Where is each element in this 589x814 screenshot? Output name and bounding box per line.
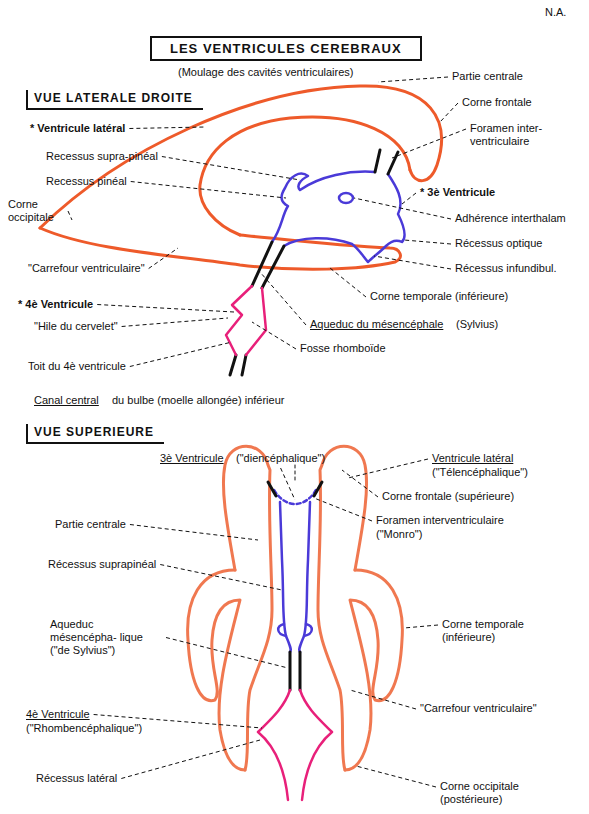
part-label: Partie centrale bbox=[452, 70, 523, 83]
foramen-aqueduct bbox=[230, 150, 398, 375]
part-label: Récessus latéral bbox=[36, 772, 117, 785]
part-label: 4è Ventricule bbox=[26, 708, 90, 721]
leader-line bbox=[404, 625, 438, 628]
part-label: * Ventricule latéral bbox=[30, 122, 125, 135]
part-label: Adhérence interthalam bbox=[455, 212, 566, 225]
part-label: Partie centrale bbox=[55, 518, 126, 531]
part-label: Récessus suprapinéal bbox=[48, 558, 156, 571]
part-label: Toit du 4è ventricule bbox=[28, 360, 126, 373]
lateral-ventricle-outline bbox=[188, 446, 403, 770]
part-label: (Sylvius) bbox=[456, 318, 498, 331]
leader-line bbox=[68, 211, 72, 220]
part-label: Corne occipitale (postérieure) bbox=[440, 780, 550, 806]
part-label: N.A. bbox=[545, 6, 566, 19]
fourth-ventricle-outline bbox=[226, 286, 266, 355]
part-label: Foramen inter- ventriculaire bbox=[470, 122, 582, 148]
section-heading: VUE LATERALE DROITE bbox=[26, 90, 203, 110]
part-label: Ventricule latéral bbox=[432, 452, 513, 465]
leader-line bbox=[354, 198, 451, 219]
part-label: Recessus supra-pinéal bbox=[46, 150, 158, 163]
leader-line bbox=[440, 103, 458, 122]
leader-line bbox=[342, 470, 378, 497]
leader-line bbox=[314, 498, 372, 521]
part-label: Aqueduc du mésencéphale bbox=[310, 318, 443, 331]
leader-line bbox=[252, 322, 296, 349]
leader-line bbox=[378, 77, 448, 82]
fourth-ventricle-outline bbox=[258, 690, 332, 800]
part-label: * 4è Ventricule bbox=[18, 298, 93, 311]
part-label: Corne frontale bbox=[462, 96, 532, 109]
part-label: * 3è Ventricule bbox=[420, 186, 495, 199]
leader-line bbox=[121, 740, 260, 779]
part-label: Recessus pinéal bbox=[46, 175, 127, 188]
part-label: "Carrefour ventriculaire" bbox=[420, 702, 537, 715]
leader-line bbox=[392, 129, 466, 158]
third-ventricle-outline bbox=[274, 490, 316, 652]
part-label: "Carrefour ventriculaire" bbox=[28, 262, 145, 275]
part-label: Corne temporale (inférieure) bbox=[442, 618, 552, 644]
part-label: Corne temporale (inférieure) bbox=[370, 290, 508, 303]
section-heading: VUE SUPERIEURE bbox=[26, 424, 164, 444]
leader-line bbox=[97, 305, 234, 313]
leader-line bbox=[122, 318, 228, 327]
leader-line bbox=[404, 240, 451, 244]
lateral-ventricle-outline bbox=[40, 86, 441, 269]
diagram-caption: (Moulage des cavités ventriculaires) bbox=[178, 66, 353, 79]
foramen-aqueduct bbox=[268, 482, 322, 690]
part-label: 3è Ventricule bbox=[160, 452, 224, 465]
leader-line bbox=[402, 193, 416, 204]
leader-line bbox=[149, 248, 178, 269]
part-label: Récessus infundibul. bbox=[455, 262, 557, 275]
part-label: "Hile du cervelet" bbox=[34, 320, 118, 333]
leader-line bbox=[281, 468, 295, 500]
leader-line bbox=[162, 157, 300, 181]
part-label: ("Télencéphalique") bbox=[432, 466, 528, 479]
leader-line bbox=[260, 272, 306, 325]
leader-line bbox=[129, 127, 205, 129]
leader-line bbox=[374, 256, 451, 269]
part-label: Canal central bbox=[34, 394, 99, 407]
part-label: ("Rhombencéphalique") bbox=[26, 722, 142, 735]
part-label: ("Monro") bbox=[376, 528, 422, 541]
midline bbox=[295, 462, 296, 480]
leader-line bbox=[131, 182, 286, 199]
leader-line bbox=[130, 525, 258, 541]
part-label: Corne frontale (supérieure) bbox=[382, 490, 514, 503]
part-label: Récessus optique bbox=[455, 237, 542, 250]
part-label: ("diencéphalique") bbox=[236, 452, 325, 465]
diagram-title: LES VENTRICULES CEREBRAUX bbox=[150, 36, 422, 61]
part-label: Aqueduc mésencépha- lique ("de Sylvius") bbox=[50, 618, 162, 657]
leader-line bbox=[330, 268, 366, 297]
leader-line bbox=[130, 342, 232, 367]
leader-line bbox=[356, 766, 436, 787]
leader-line bbox=[350, 690, 416, 709]
part-label: Fosse rhomboïde bbox=[300, 342, 386, 355]
leader-line bbox=[166, 638, 288, 669]
part-label: Foramen interventriculaire bbox=[376, 514, 504, 527]
part-label: Corne occipitale bbox=[8, 198, 64, 224]
third-ventricle-outline bbox=[272, 172, 405, 262]
leader-line bbox=[348, 459, 428, 478]
leader-line bbox=[160, 565, 282, 591]
part-label: du bulbe (moelle allongée) inférieur bbox=[112, 394, 284, 407]
